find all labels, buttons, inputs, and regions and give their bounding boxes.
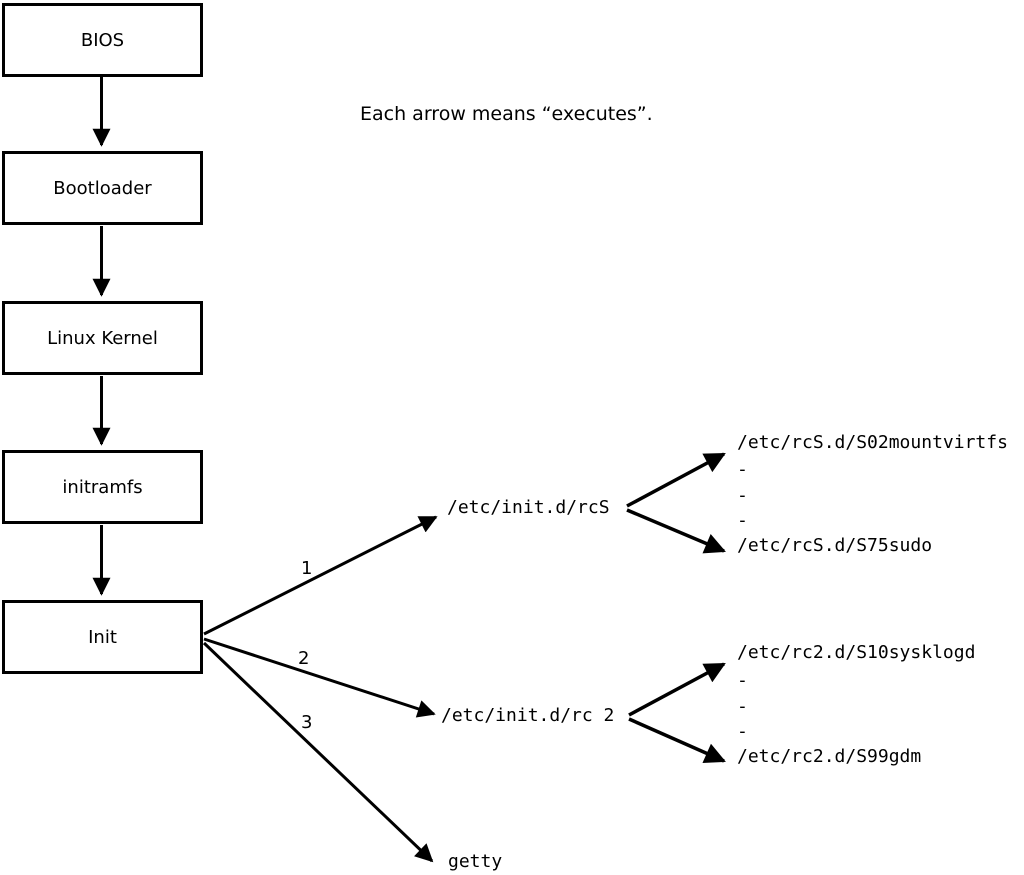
rcs-ellipsis-line: - bbox=[737, 459, 748, 480]
rcs-ellipsis-line: - bbox=[737, 510, 748, 531]
target-rc2-script: /etc/init.d/rc 2 bbox=[441, 705, 615, 726]
arrow-rcs-to-last bbox=[626, 508, 726, 554]
legend-note: Each arrow means “executes”. bbox=[360, 103, 653, 125]
rcs-script-first: /etc/rcS.d/S02mountvirtfs bbox=[737, 432, 1008, 453]
node-bootloader: Bootloader bbox=[2, 151, 203, 225]
rc2-ellipsis-line: - bbox=[737, 721, 748, 742]
arrow-rc2-to-first bbox=[628, 662, 726, 717]
arrow-rcs-to-first bbox=[626, 452, 726, 508]
node-bios: BIOS bbox=[2, 3, 203, 77]
rc2-ellipsis-line: - bbox=[737, 696, 748, 717]
target-rcs-script: /etc/init.d/rcS bbox=[447, 497, 610, 518]
arrow-rc2-to-last bbox=[628, 717, 726, 763]
node-init: Init bbox=[2, 600, 203, 674]
branch-label-1: 1 bbox=[301, 558, 313, 579]
node-initramfs: initramfs bbox=[2, 450, 203, 524]
rcs-ellipsis-line: - bbox=[737, 485, 748, 506]
arrow-init-to-getty bbox=[202, 641, 434, 863]
rcs-script-last: /etc/rcS.d/S75sudo bbox=[737, 535, 933, 556]
rc2-ellipsis-line: - bbox=[737, 670, 748, 691]
rc2-script-first: /etc/rc2.d/S10sysklogd bbox=[737, 642, 976, 663]
branch-label-2: 2 bbox=[298, 648, 310, 669]
target-getty: getty bbox=[448, 851, 503, 872]
arrow-init-to-rc2 bbox=[203, 637, 436, 718]
node-linux-kernel: Linux Kernel bbox=[2, 301, 203, 375]
arrow-init-to-rcs bbox=[203, 515, 438, 636]
branch-label-3: 3 bbox=[301, 712, 313, 733]
rc2-script-last: /etc/rc2.d/S99gdm bbox=[737, 746, 922, 767]
